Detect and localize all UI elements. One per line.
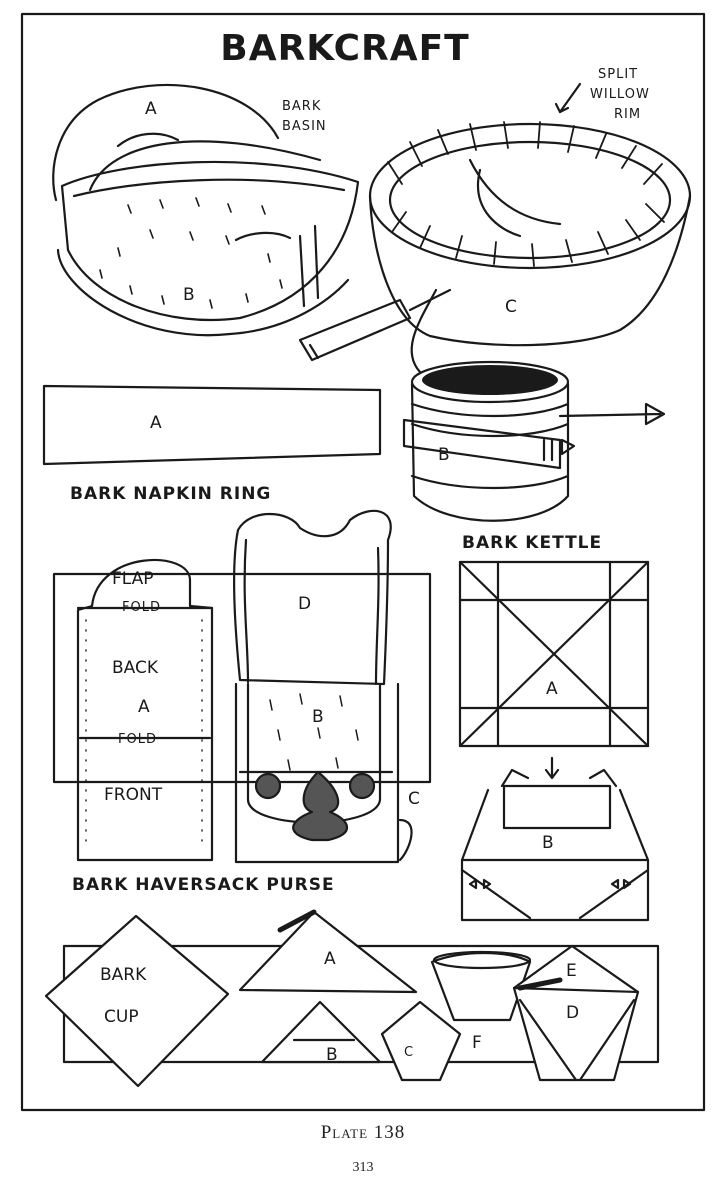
plate-title: BARKCRAFT bbox=[220, 28, 469, 69]
pattern-label-fold-top: FOLD bbox=[122, 600, 161, 615]
basin-caption-line2: BASIN bbox=[282, 119, 327, 134]
haversack-caption: BARK HAVERSACK PURSE bbox=[72, 875, 335, 895]
cup-label-d: D bbox=[566, 1003, 579, 1023]
purse-label-d: D bbox=[298, 594, 311, 614]
bark-cup-drawing: BARK CUP A B C F E D bbox=[46, 912, 658, 1086]
bark-kettle-drawing: BARK KETTLE A B bbox=[460, 533, 648, 920]
napkin-ring-drawing: A B BARK NAPKIN RING bbox=[44, 362, 664, 521]
kettle-label-a: A bbox=[546, 679, 558, 699]
purse-label-b: B bbox=[312, 707, 324, 727]
page-number: 313 bbox=[0, 1160, 726, 1176]
basin-caption-line1: BARK bbox=[282, 99, 321, 114]
plate-caption: Plate 138 bbox=[0, 1122, 726, 1144]
rim-label-c: C bbox=[505, 297, 517, 317]
basin-label-b: B bbox=[183, 285, 195, 305]
haversack-drawing: FLAP FOLD BACK A FOLD FRONT D B C BARK H… bbox=[54, 511, 430, 895]
basin-label-a: A bbox=[145, 99, 157, 119]
pattern-label-fold-mid: FOLD bbox=[118, 732, 157, 747]
bark-basin-drawing: A B BARK BASIN bbox=[53, 85, 358, 335]
kettle-label-b: B bbox=[542, 833, 554, 853]
napkin-caption: BARK NAPKIN RING bbox=[70, 484, 271, 504]
cup-label-a: A bbox=[324, 949, 336, 969]
pattern-label-front: FRONT bbox=[104, 785, 163, 805]
cup-label-f: F bbox=[472, 1033, 482, 1053]
cup-caption-line2: CUP bbox=[104, 1007, 139, 1027]
rim-caption-line1: SPLIT bbox=[598, 67, 638, 82]
pattern-label-a: A bbox=[138, 697, 150, 717]
cup-label-b: B bbox=[326, 1045, 338, 1065]
rim-caption-line3: RIM bbox=[614, 107, 641, 122]
pattern-label-back: BACK bbox=[112, 658, 159, 678]
barkcraft-plate: BARKCRAFT A B BARK BASIN bbox=[0, 0, 726, 1120]
napkin-label-b: B bbox=[438, 445, 450, 465]
cup-label-e: E bbox=[566, 961, 577, 981]
kettle-caption: BARK KETTLE bbox=[462, 533, 602, 553]
willow-rim-bowl-drawing: C SPLIT WILLOW RIM bbox=[300, 67, 690, 372]
pattern-label-flap: FLAP bbox=[112, 569, 154, 589]
napkin-label-a: A bbox=[150, 413, 162, 433]
purse-label-c: C bbox=[408, 789, 420, 809]
cup-caption-line1: BARK bbox=[100, 965, 147, 985]
cup-label-c: C bbox=[404, 1045, 414, 1060]
rim-caption-line2: WILLOW bbox=[590, 87, 650, 102]
